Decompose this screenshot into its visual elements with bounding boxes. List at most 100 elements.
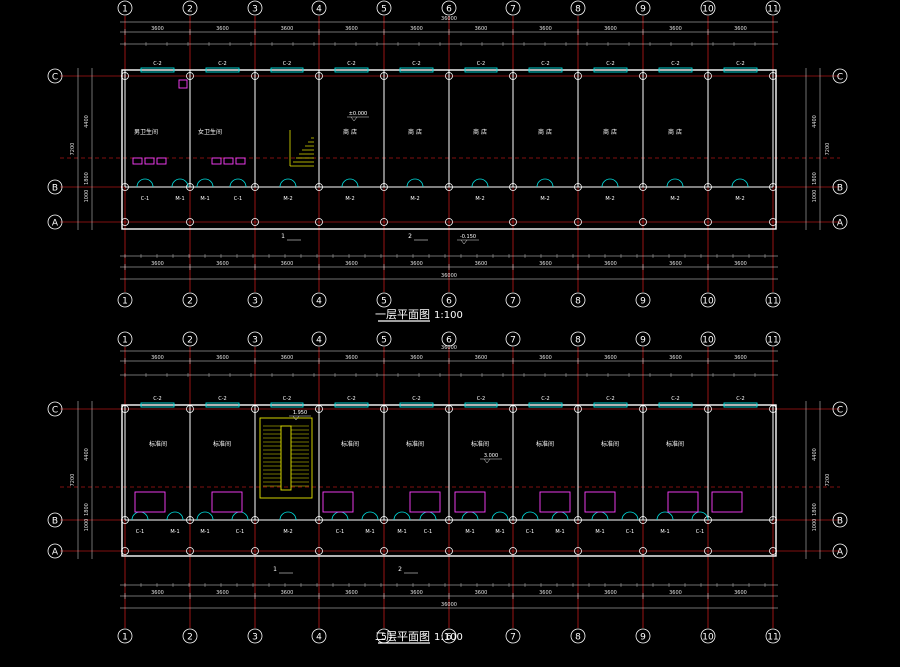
- level-mark: 3.000: [484, 453, 498, 459]
- axis-bubble-2: [182, 0, 198, 16]
- window-label: C-2: [218, 396, 226, 402]
- door-swing: [279, 178, 289, 188]
- door-label: C-1: [626, 529, 634, 535]
- dim-total-depth-right: 7200: [825, 143, 831, 156]
- axis-bubble-label: 10: [702, 336, 714, 346]
- dim-bay: 3600: [734, 26, 747, 32]
- stair: [259, 417, 313, 499]
- dim-bay: 3600: [539, 355, 552, 361]
- column: [251, 405, 259, 413]
- room-label: 商 店: [538, 128, 552, 136]
- window-label: C-2: [347, 61, 355, 67]
- door-swing: [599, 511, 609, 521]
- axis-bubble-6: [441, 0, 457, 16]
- door-swing: [196, 511, 206, 521]
- axis-bubble-label: 8: [575, 5, 581, 15]
- axis-bubble-label: 3: [252, 633, 258, 643]
- door-swing: [361, 511, 371, 521]
- sanitary-fixture: [235, 157, 246, 165]
- dim-bay-bottom: 3600: [151, 261, 164, 267]
- column: [574, 405, 582, 413]
- axis-bubble-6: [441, 331, 457, 347]
- door-label: M-1: [660, 529, 669, 535]
- dim-bay: 3600: [734, 355, 747, 361]
- door-label: C-1: [336, 529, 344, 535]
- axis-bubble-8: [570, 292, 586, 308]
- axis-bubble-label: 7: [510, 5, 516, 15]
- dim-bay: 3600: [281, 26, 294, 32]
- column: [121, 183, 129, 191]
- dim-bay-bottom: 3600: [410, 590, 423, 596]
- door-swing: [139, 511, 149, 521]
- axis-bubble-11: [765, 292, 781, 308]
- column: [315, 405, 323, 413]
- dim-row-right: 1000: [812, 190, 818, 203]
- axis-bubble-label: 11: [767, 633, 778, 643]
- door-label: M-1: [175, 196, 184, 202]
- door-label: M-1: [397, 529, 406, 535]
- level-mark: -0.150: [460, 234, 476, 240]
- column: [445, 516, 453, 524]
- section-mark: 2: [398, 566, 402, 573]
- axis-bubble-11: [765, 628, 781, 644]
- door-swing: [239, 511, 249, 521]
- column: [639, 516, 647, 524]
- column: [509, 516, 517, 524]
- axis-bubble-label: B: [52, 184, 58, 194]
- column: [704, 183, 712, 191]
- room-label: 标准间: [666, 440, 684, 448]
- dim-bay-bottom: 3600: [410, 261, 423, 267]
- axis-bubble-label: 5: [381, 633, 387, 643]
- dim-bay: 3600: [345, 26, 358, 32]
- column: [121, 72, 129, 80]
- column: [121, 218, 129, 226]
- axis-bubble-3: [247, 628, 263, 644]
- axis-bubble-label: C: [52, 406, 58, 416]
- window: [528, 67, 563, 73]
- axis-bubble-label: 1: [122, 336, 128, 346]
- door-label: M-2: [345, 196, 354, 202]
- dim-bay: 3600: [604, 26, 617, 32]
- axis-bubble-2: [182, 628, 198, 644]
- dim-bay: 3600: [475, 26, 488, 32]
- dim-bay-bottom: 3600: [151, 590, 164, 596]
- dim-bay-bottom: 3600: [475, 261, 488, 267]
- window-label: C-2: [606, 61, 614, 67]
- column: [445, 218, 453, 226]
- door-label: M-2: [475, 196, 484, 202]
- axis-bubble-2: [182, 331, 198, 347]
- column: [704, 218, 712, 226]
- window: [270, 402, 304, 408]
- dim-bay-bottom: 3600: [604, 590, 617, 596]
- dim-row-right: 1800: [812, 503, 818, 516]
- plan-title: 二层平面图: [375, 630, 430, 643]
- door-swing: [393, 511, 403, 521]
- door-label: C-1: [141, 196, 149, 202]
- axis-bubble-label: 7: [510, 336, 516, 346]
- room-label: 女卫生间: [198, 128, 222, 136]
- dim-bay: 3600: [604, 355, 617, 361]
- window-label: C-2: [671, 61, 679, 67]
- axis-bubble-A: [832, 543, 848, 559]
- column: [380, 516, 388, 524]
- door-label: M-1: [170, 529, 179, 535]
- dim-overall: 36000: [441, 345, 457, 351]
- plan-title: 一层平面图: [375, 308, 430, 321]
- door-swing: [601, 178, 611, 188]
- sanitary-fixture: [667, 491, 699, 513]
- door-label: C-1: [696, 529, 704, 535]
- door-swing: [341, 178, 351, 188]
- door-swing: [331, 511, 341, 521]
- column: [315, 183, 323, 191]
- sanitary-fixture: [539, 491, 571, 513]
- door-label: M-1: [365, 529, 374, 535]
- column: [380, 72, 388, 80]
- sanitary-fixture: [454, 491, 486, 513]
- door-label: M-1: [200, 196, 209, 202]
- door-swing: [544, 178, 554, 188]
- door-swing: [629, 511, 639, 521]
- axis-bubble-label: 7: [510, 297, 516, 307]
- dim-row-right: 4400: [812, 115, 818, 128]
- column: [445, 183, 453, 191]
- column: [574, 72, 582, 80]
